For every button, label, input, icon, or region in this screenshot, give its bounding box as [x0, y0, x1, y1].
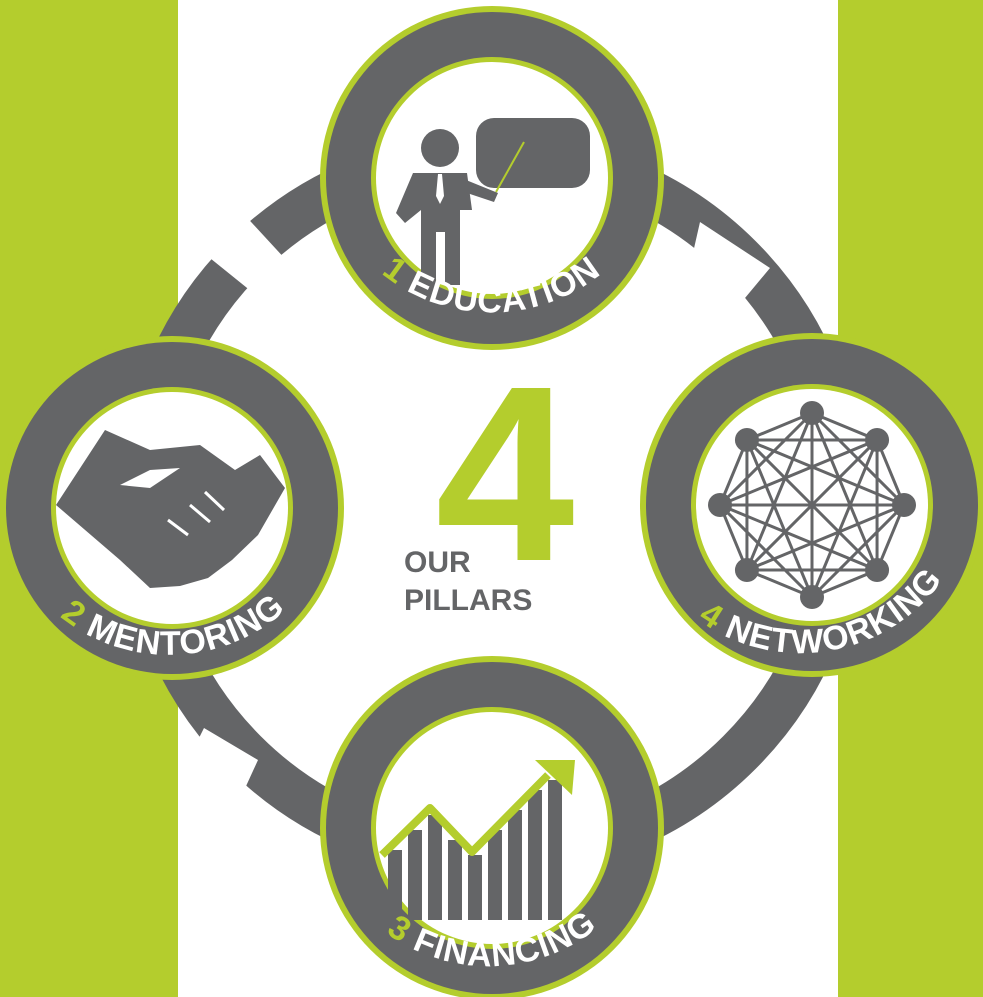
network-link: [745, 438, 879, 572]
growth-chart-icon: [379, 760, 575, 920]
network-node: [734, 427, 759, 452]
network-link: [746, 438, 905, 507]
network-node: [865, 427, 890, 452]
network-link: [745, 439, 814, 598]
center-title: 4 OUR PILLARS: [404, 334, 575, 617]
network-icon: [708, 401, 916, 609]
pillar-networking: 4 NETWORKING: [640, 333, 983, 677]
network-node: [734, 558, 759, 583]
handshake-icon: [56, 430, 285, 588]
big-number: 4: [435, 334, 574, 613]
center-line-2: PILLARS: [404, 584, 532, 617]
network-node: [708, 493, 732, 517]
pillar-mentoring: 2 MENTORING: [0, 336, 344, 680]
network-link: [718, 503, 814, 599]
network-node: [800, 585, 824, 609]
pillar-financing: 3 FINANCING: [320, 656, 664, 997]
teacher-icon: [396, 118, 590, 285]
network-node: [800, 401, 824, 425]
center-line-1: OUR: [404, 546, 471, 579]
network-node: [865, 558, 890, 583]
pillar-education: 1 EDUCATION: [320, 6, 664, 350]
network-node: [892, 493, 916, 517]
